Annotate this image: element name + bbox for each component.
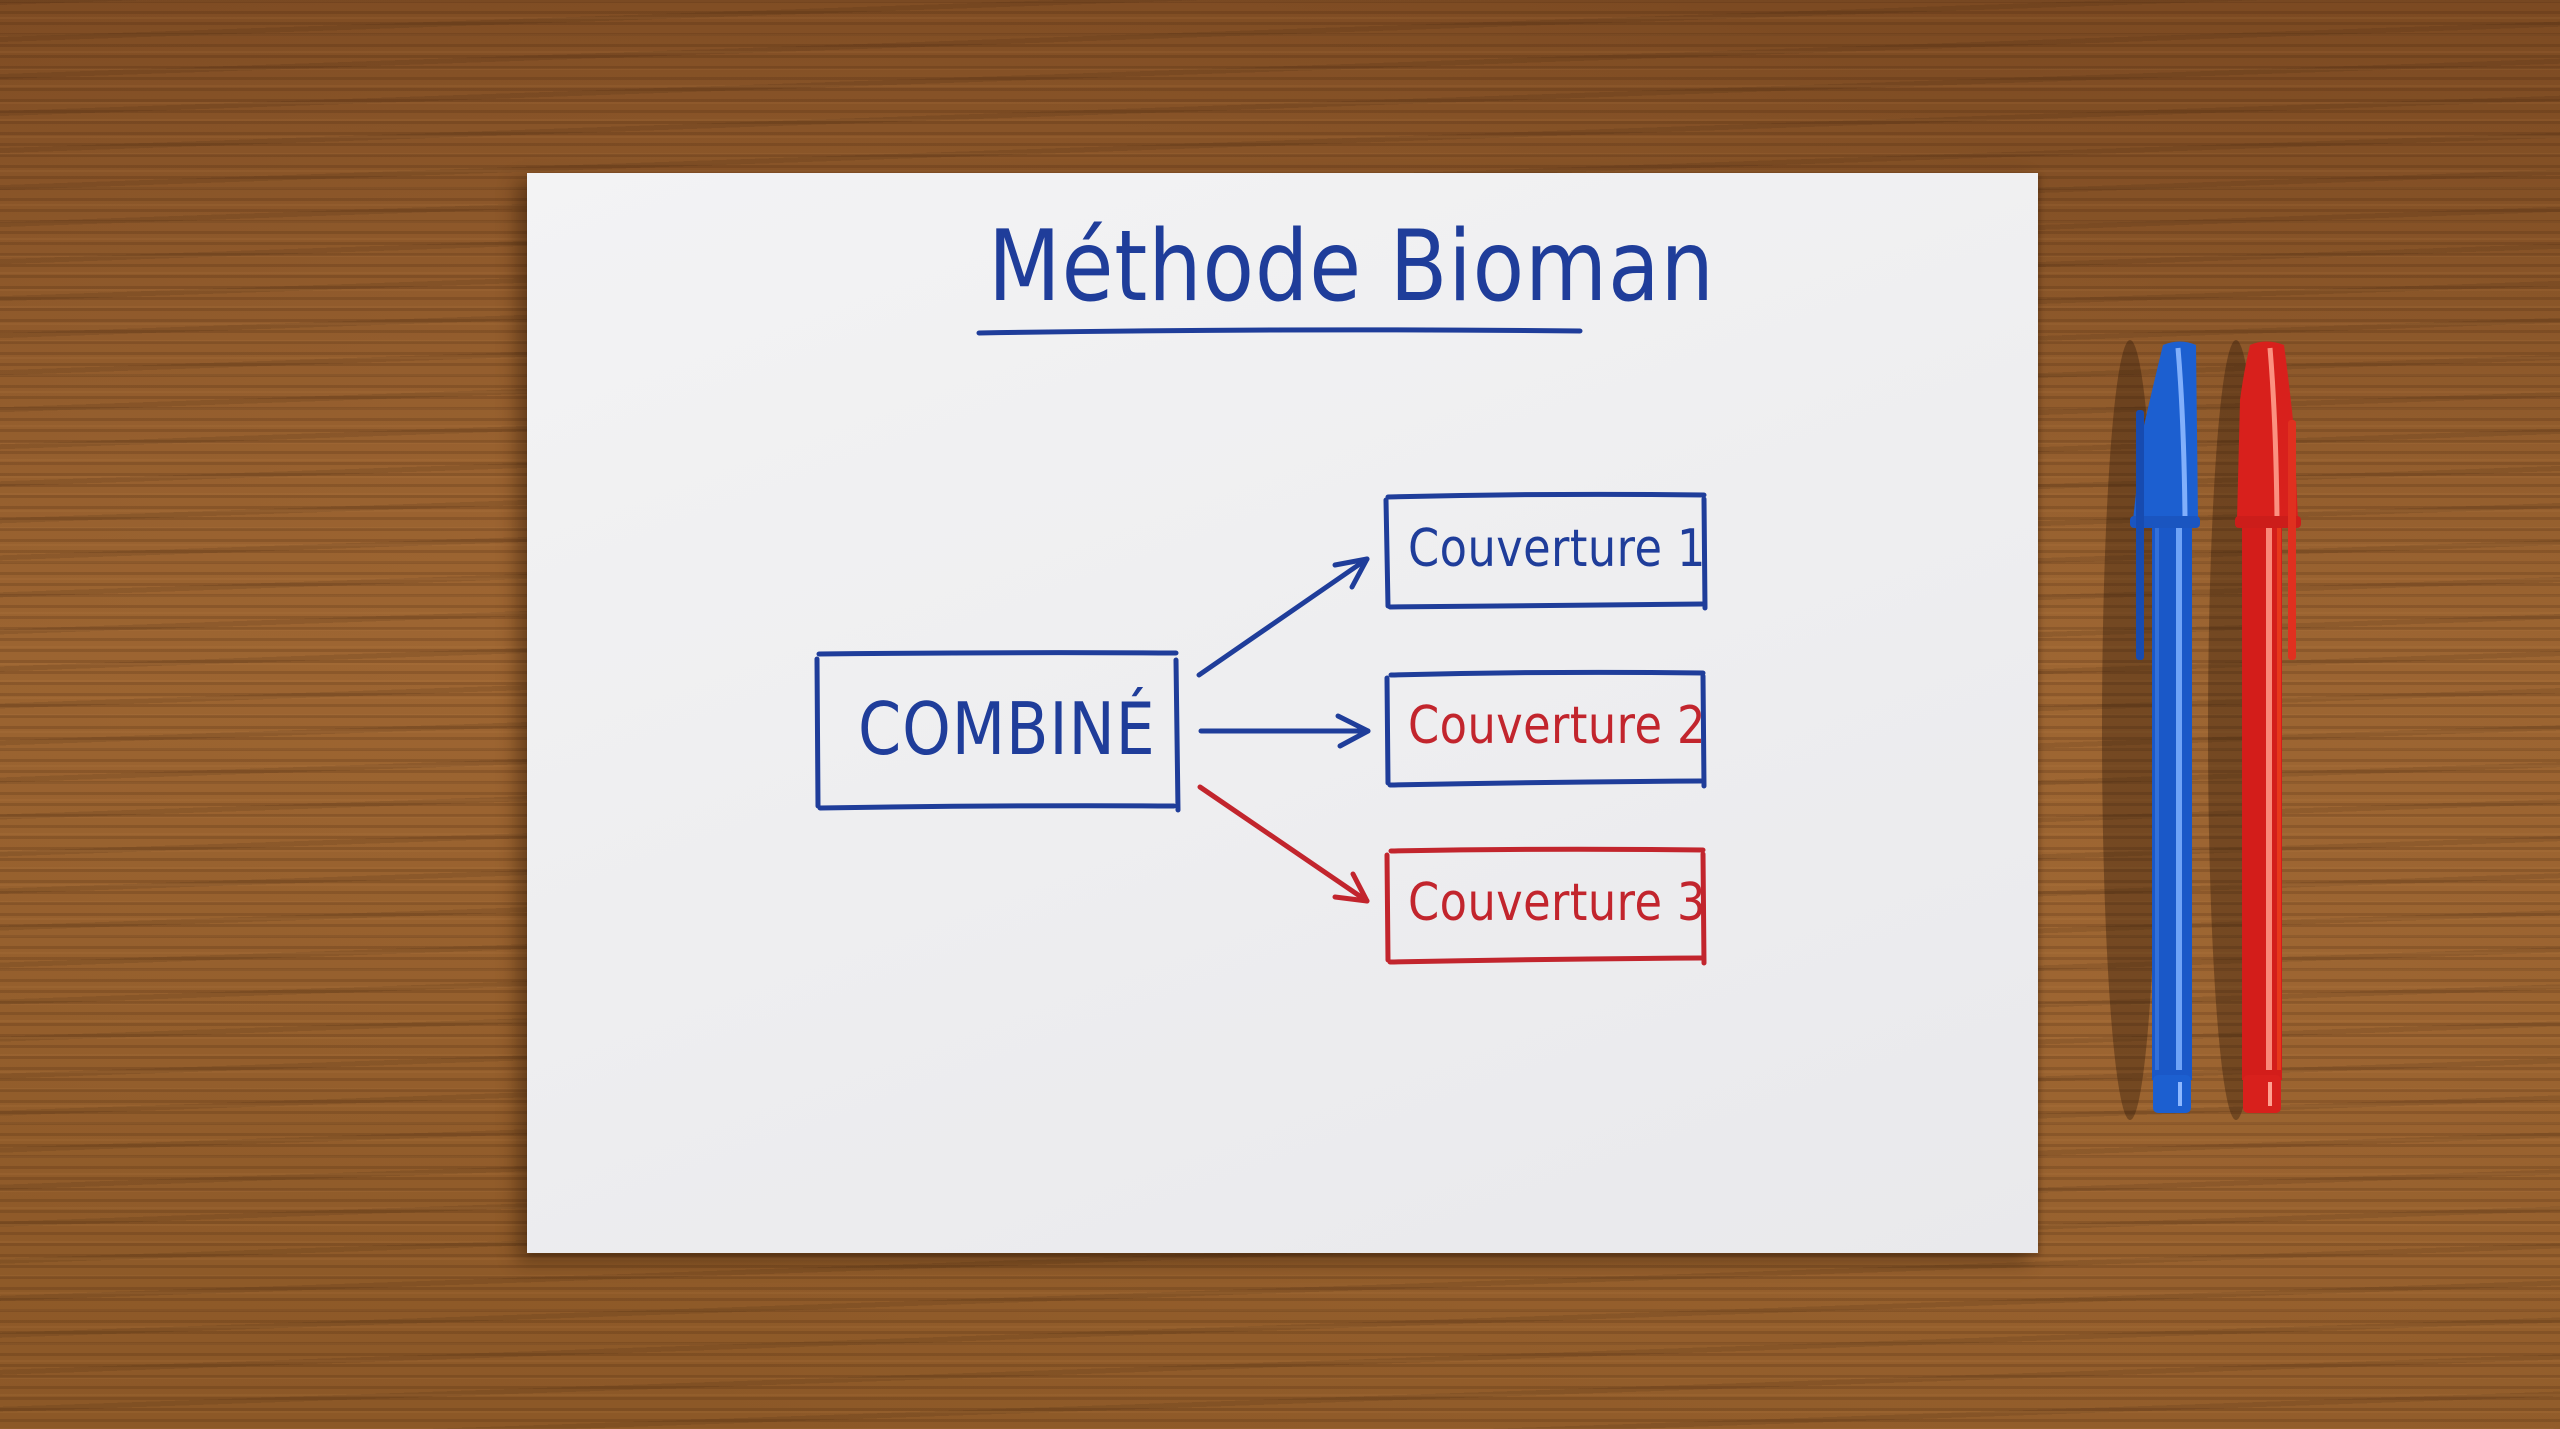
couverture-2-box-border [1384,669,1707,789]
couverture-1-box-border [1383,491,1708,611]
red-pen [2208,340,2301,1120]
couverture-3-box-border [1384,846,1707,966]
paper-sheet [527,173,2038,1253]
couverture-3-label: Couverture 3 [1408,873,1706,933]
arrow-to-couverture-3 [1197,784,1370,904]
arrow-to-couverture-1 [1196,556,1370,678]
title-underline [976,327,1583,336]
combine-box-border [814,650,1181,813]
couverture-2-label: Couverture 2 [1408,696,1706,756]
arrow-to-couverture-2 [1198,713,1371,749]
diagram-title: Méthode Bioman [988,210,1715,324]
blue-pen [2102,340,2200,1120]
couverture-1-label: Couverture 1 [1408,519,1706,579]
combine-node-label: COMBINÉ [858,687,1156,771]
